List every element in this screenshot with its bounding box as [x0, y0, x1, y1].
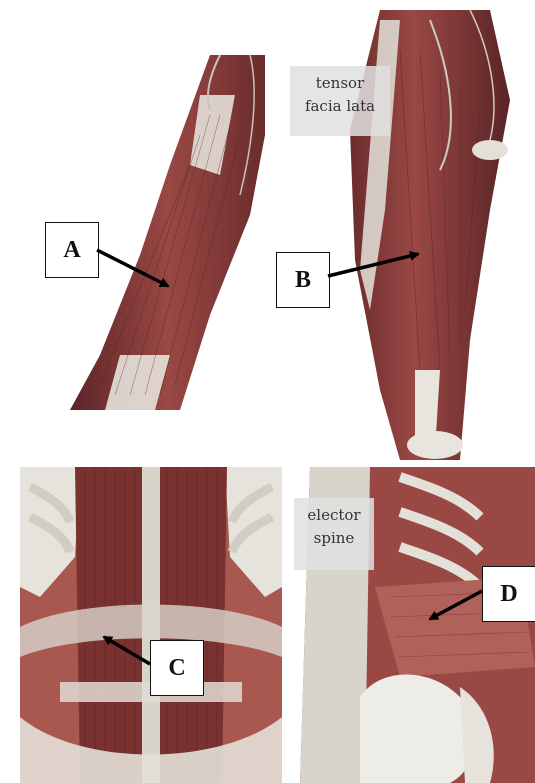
- arrow-d: [430, 591, 482, 619]
- arrow-b: [328, 254, 418, 276]
- arrow-a: [97, 250, 168, 286]
- arrow-c: [104, 637, 150, 664]
